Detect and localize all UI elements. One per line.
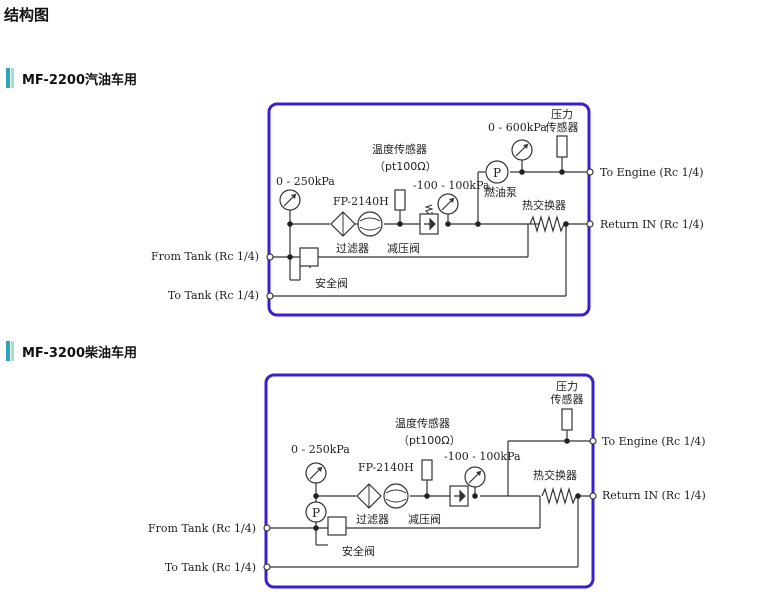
reducing-valve-icon: [449, 485, 469, 507]
temp-sensor-label: 温度传感器: [395, 416, 450, 430]
safety-valve-icon: [299, 247, 319, 280]
pressure-sensor-label: 压力: [551, 108, 573, 121]
fuel-pump-label: 燃油泵: [484, 185, 517, 199]
gauge-100-label: -100 - 100kPa: [413, 179, 490, 192]
filter-icon: [356, 483, 409, 509]
temp-sensor-spec-label: （pt100Ω）: [374, 160, 437, 173]
section-marker-icon: [6, 341, 16, 361]
from-tank-label: From Tank (Rc 1/4): [151, 250, 259, 263]
pressure-gauge-600-icon: [511, 139, 533, 161]
filter-model-label: FP-2140H: [358, 461, 414, 474]
safety-valve-label: 安全阀: [315, 276, 348, 290]
heat-exchanger-label: 热交换器: [522, 198, 566, 212]
vacuum-gauge-icon: [437, 193, 459, 224]
temp-sensor-label: 温度传感器: [372, 142, 427, 156]
reducing-valve-label: 减压阀: [387, 241, 420, 255]
filter-model-label: FP-2140H: [333, 195, 389, 208]
return-in-label: Return IN (Rc 1/4): [600, 218, 704, 231]
pump-icon: P: [305, 501, 327, 523]
from-tank-label: From Tank (Rc 1/4): [148, 522, 256, 535]
vacuum-gauge-icon: [464, 466, 486, 488]
pump-symbol: P: [493, 166, 501, 180]
port-circles: [266, 168, 594, 300]
reducing-valve-icon: [419, 204, 439, 235]
diagram-mf2200: P 0 - 250kPa FP-2140H 温度传感器 （pt100Ω） -10…: [151, 102, 704, 317]
section-title: MF-3200柴油车用: [22, 345, 137, 361]
gauge-250-label: 0 - 250kPa: [291, 443, 350, 456]
section-title: MF-2200汽油车用: [22, 72, 137, 88]
gauge-100-label: -100 - 100kPa: [444, 450, 521, 463]
heat-exchanger-icon: [529, 214, 565, 234]
fuel-pump-icon: P: [485, 160, 509, 184]
pressure-sensor-label-2: 传感器: [551, 393, 584, 406]
pressure-sensor-icon: [561, 408, 573, 431]
page-title: 结构图: [4, 6, 50, 24]
diagram-frame: [267, 102, 591, 317]
diagram-frame: [264, 373, 595, 589]
pressure-gauge-icon: [305, 462, 327, 484]
temperature-sensor-icon: [394, 189, 406, 211]
pressure-sensor-label-2: 传感器: [546, 121, 579, 134]
pressure-sensor-icon: [556, 135, 568, 158]
filter-icon: [330, 211, 383, 237]
diagram-mf3200: P 压力 传感器 温度传感器 （pt100Ω） 0 - 250kPa FP-21…: [148, 373, 706, 589]
to-tank-label: To Tank (Rc 1/4): [168, 289, 259, 302]
heat-exchanger-label: 热交换器: [533, 468, 577, 482]
pressure-gauge-icon: [279, 189, 301, 211]
pressure-sensor-label: 压力: [556, 380, 578, 393]
section-marker-icon: [6, 68, 16, 88]
temperature-sensor-icon: [421, 459, 433, 481]
junction-dots: [287, 169, 569, 260]
gauge-600-label: 0 - 600kPa: [488, 121, 547, 134]
port-circles: [263, 437, 597, 571]
pump-symbol: P: [312, 506, 320, 520]
junction-dots: [313, 438, 581, 531]
reducing-valve-label: 减压阀: [408, 512, 441, 526]
to-tank-label: To Tank (Rc 1/4): [165, 561, 256, 574]
temp-sensor-spec-label: （pt100Ω）: [398, 434, 461, 447]
safety-valve-icon: [327, 516, 347, 536]
gauge-250-label: 0 - 250kPa: [276, 175, 335, 188]
safety-valve-label: 安全阀: [342, 544, 375, 558]
section-header-mf3200: MF-3200柴油车用: [6, 341, 137, 361]
to-engine-label: To Engine (Rc 1/4): [600, 166, 704, 179]
section-header-mf2200: MF-2200汽油车用: [6, 68, 137, 88]
to-engine-label: To Engine (Rc 1/4): [602, 435, 706, 448]
filter-label: 过滤器: [336, 242, 369, 255]
return-in-label: Return IN (Rc 1/4): [602, 489, 706, 502]
filter-label: 过滤器: [356, 513, 389, 526]
heat-exchanger-icon: [541, 486, 577, 506]
